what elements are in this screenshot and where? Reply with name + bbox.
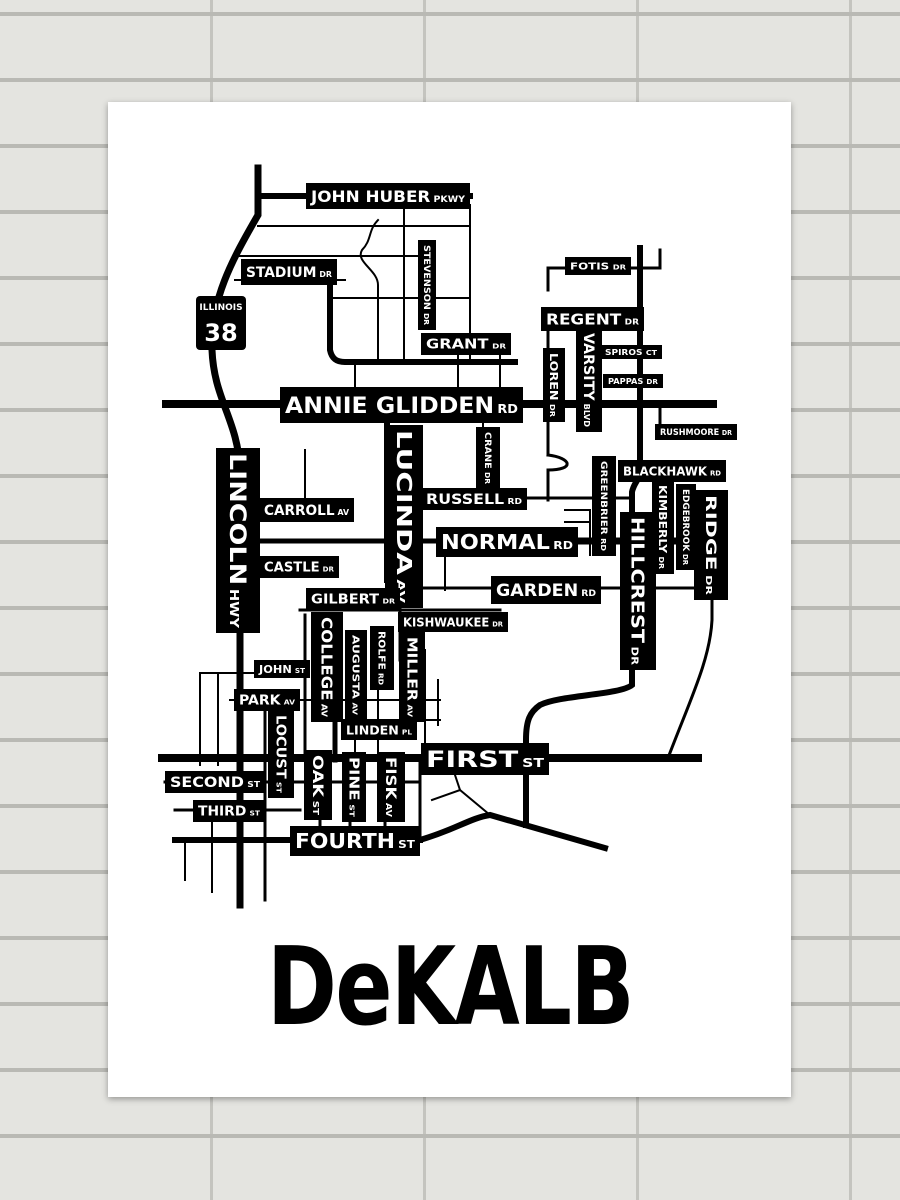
street-name-lucinda: LUCINDAAV (392, 430, 416, 604)
street-label-edgebrook: EDGEBROOKDR (676, 484, 696, 570)
street-label-rushmoore: RUSHMOOREDR (655, 424, 737, 440)
street-label-pine: PINEST (342, 752, 366, 822)
street-name-edgebrook: EDGEBROOKDR (680, 489, 690, 566)
street-label-varsity: VARSITYBLVD (576, 328, 602, 432)
street-label-lincoln: LINCOLNHWY (216, 448, 260, 633)
street-name-locust: LOCUSTST (272, 715, 287, 793)
street-label-carroll: CARROLLAV (259, 498, 354, 522)
street-name-kimberly: KIMBERLYDR (656, 485, 669, 570)
street-label-miller: MILLERAV (399, 632, 425, 722)
street-name-pine: PINEST (345, 757, 360, 817)
street-name-loren: LORENDR (547, 353, 560, 418)
street-label-kishwaukee: KISHWAUKEEDR (398, 612, 508, 632)
city-title: DeKALB (266, 925, 635, 1050)
street-name-ridge: RIDGEDR (702, 495, 718, 595)
street-name-carroll: CARROLLAV (264, 503, 350, 519)
shield-number: 38 (204, 319, 237, 347)
street-label-hillcrest: HILLCRESTDR (620, 512, 656, 670)
street-name-fisk: FISKAV (382, 757, 398, 818)
street-label-lucinda: LUCINDAAV (385, 425, 423, 608)
street-name-varsity: VARSITYBLVD (580, 333, 596, 427)
street-label-greenbrier: GREENBRIERRD (592, 456, 616, 556)
street-label-kimberly: KIMBERLYDR (652, 480, 674, 574)
street-label-locust: LOCUSTST (268, 710, 294, 798)
street-label-college: COLLEGEAV (311, 612, 343, 722)
street-label-loren: LORENDR (543, 348, 565, 422)
street-label-oak: OAKST (304, 750, 332, 820)
street-name-augusta: AUGUSTAAV (349, 635, 360, 716)
street-label-augusta: AUGUSTAAV (345, 630, 367, 720)
street-name-crane: CRANEDR (482, 432, 492, 485)
street-name-college: COLLEGEAV (318, 617, 336, 718)
street-label-ridge: RIDGEDR (694, 490, 728, 600)
street-name-kishwaukee: KISHWAUKEEDR (403, 615, 504, 629)
shield-state: ILLINOIS (199, 303, 242, 313)
street-name-miller: MILLERAV (403, 637, 418, 718)
street-label-fisk: FISKAV (377, 752, 405, 822)
street-label-stevenson: STEVENSONDR (418, 240, 436, 330)
street-name-blackhawk: BLACKHAWKRD (623, 464, 721, 478)
street-label-rolfe: ROLFERD (370, 626, 394, 690)
stadium-road (327, 272, 518, 365)
street-name-lincoln: LINCOLNHWY (224, 453, 249, 628)
street-name-rolfe: ROLFERD (375, 631, 386, 685)
street-name-oak: OAKST (309, 755, 325, 816)
street-name-hillcrest: HILLCRESTDR (627, 517, 648, 665)
street-label-crane: CRANEDR (476, 427, 500, 489)
street-name-stevenson: STEVENSONDR (421, 245, 431, 326)
illinois-38-shield: ILLINOIS 38 (196, 296, 246, 350)
street-label-blackhawk: BLACKHAWKRD (618, 460, 726, 482)
street-name-greenbrier: GREENBRIERRD (598, 461, 608, 551)
street-name-rushmoore: RUSHMOOREDR (660, 428, 733, 438)
